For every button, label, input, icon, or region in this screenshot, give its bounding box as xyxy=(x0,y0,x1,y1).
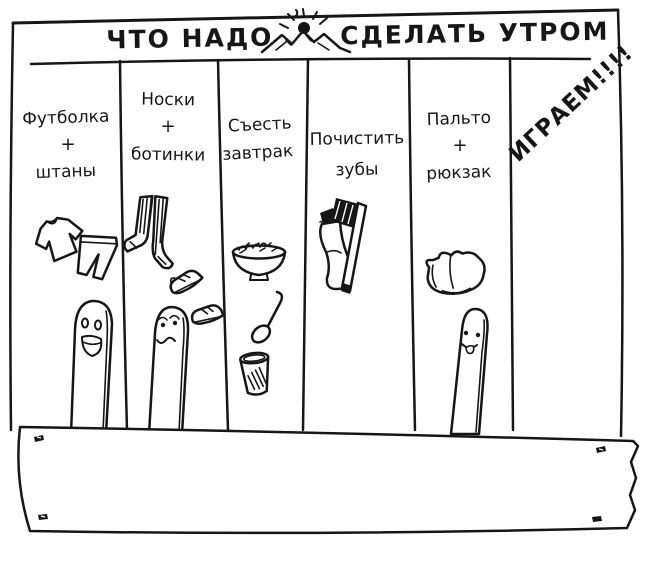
spoon-icon xyxy=(250,290,284,344)
column-5-label-line-3: рюкзак xyxy=(426,162,492,184)
column-tshirt-pants: Футболка + штаны xyxy=(22,106,119,281)
tshirt-icon xyxy=(34,216,84,263)
chart-title: ЧТО НАДО СДЕЛАТЬ УТРОМ xyxy=(106,8,610,55)
blank-banner xyxy=(17,425,640,535)
title-left-text: ЧТО НАДО xyxy=(106,23,273,55)
column-5-label-line-2: + xyxy=(452,135,467,156)
column-2-label-line-3: ботинки xyxy=(131,144,206,165)
column-coat-backpack: Пальто + рюкзак xyxy=(425,108,492,295)
socks-icon xyxy=(123,194,174,270)
happy-puppet xyxy=(69,299,114,436)
worried-puppet xyxy=(147,305,190,436)
coat-icon xyxy=(425,250,486,295)
column-1-label-line-1: Футболка xyxy=(22,106,110,129)
sneaker-icon xyxy=(190,304,225,325)
column-1-label-line-3: штаны xyxy=(35,161,96,183)
pants-icon xyxy=(76,234,119,281)
column-2-label-line-2: + xyxy=(160,116,175,137)
cup-icon xyxy=(239,351,270,396)
tongue-puppet xyxy=(449,307,489,436)
column-dividers xyxy=(118,56,515,432)
column-eat-breakfast: Съесть завтрак xyxy=(222,113,294,396)
column-4-label-line-1: Почистить xyxy=(309,128,404,150)
column-socks-boots: Носки + ботинки xyxy=(123,90,225,325)
column-5-label-line-1: Пальто xyxy=(426,108,491,130)
sneaker-icon xyxy=(169,269,204,295)
sun-over-mountains-icon xyxy=(260,8,352,54)
column-3-label-line-2: завтрак xyxy=(222,141,294,165)
title-right-text: СДЕЛАТЬ УТРОМ xyxy=(340,17,610,51)
toothbrush-icon xyxy=(331,198,368,294)
column-1-label-line-2: + xyxy=(60,134,75,155)
column-3-label-line-1: Съесть xyxy=(227,113,292,136)
column-2-label-line-1: Носки xyxy=(141,90,195,111)
banner-pin-marks xyxy=(34,435,606,522)
column-4-label-line-2: зубы xyxy=(335,160,378,181)
cereal-bowl-icon xyxy=(231,242,287,281)
column-brush-teeth: Почистить зубы xyxy=(309,128,404,294)
